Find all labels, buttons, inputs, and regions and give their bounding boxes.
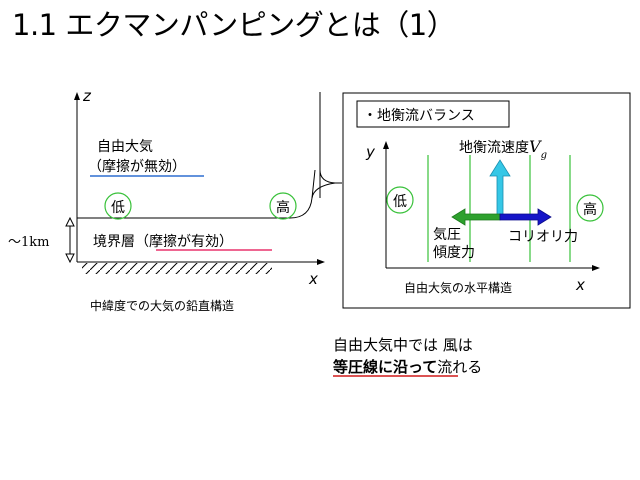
panel-header: ・地衡流バランス xyxy=(363,108,475,124)
note-line-2: 等圧線に沿って流れる xyxy=(333,356,482,377)
panel-low-label: 低 xyxy=(393,194,407,210)
height-arrow-bottom xyxy=(65,253,75,264)
panel-brace xyxy=(319,169,342,184)
low-circle xyxy=(104,192,132,220)
note-line-1: 自由大気中では 風は xyxy=(333,336,473,354)
pressure-gradient-label-2: 傾度力 xyxy=(433,245,475,261)
free-atmosphere-note: （摩擦が無効） xyxy=(88,159,186,175)
x-axis-arrowhead xyxy=(317,259,325,265)
geostrophic-wind-symbol: V xyxy=(529,137,541,156)
boundary-layer-top xyxy=(77,169,316,219)
panel-header-box xyxy=(356,100,510,128)
free-atmosphere-label: 自由大気 xyxy=(97,139,153,155)
panel-high-circle xyxy=(576,194,604,222)
height-arrow-top xyxy=(65,216,75,227)
low-label: 低 xyxy=(111,200,125,216)
panel-caption: 自由大気の水平構造 xyxy=(404,281,513,295)
height-label: ～1km xyxy=(8,235,50,250)
pressure-gradient-label: 気圧 xyxy=(433,227,461,243)
panel-x-axis-label: x xyxy=(576,276,585,294)
geostrophic-wind-subscript: g xyxy=(540,150,547,161)
coriolis-arrow xyxy=(499,208,552,226)
right-panel xyxy=(342,92,631,309)
z-axis-label: z xyxy=(83,87,91,105)
panel-x-axis-arrowhead xyxy=(592,265,600,271)
geostrophic-wind-text: 地衡流速度 xyxy=(459,140,529,156)
left-caption: 中緯度での大気の鉛直構造 xyxy=(90,299,235,313)
panel-brace-lower xyxy=(311,182,336,199)
pressure-gradient-arrow xyxy=(451,208,501,226)
note-rest: 流れる xyxy=(437,358,483,376)
panel-high-label: 高 xyxy=(583,202,597,218)
ground-hatching xyxy=(82,263,272,274)
x-axis-label: x xyxy=(309,270,318,288)
high-label: 高 xyxy=(276,200,290,216)
high-circle xyxy=(269,192,297,220)
panel-frame xyxy=(342,92,631,309)
slide-title: 1.1 エクマンパンピングとは（1） xyxy=(12,8,456,42)
y-axis-arrowhead xyxy=(383,141,389,149)
panel-low-circle xyxy=(386,186,414,214)
geostrophic-wind-arrow xyxy=(489,159,511,219)
left-diagram xyxy=(65,92,342,274)
z-axis-arrowhead xyxy=(74,92,80,100)
panel-y-axis-label: y xyxy=(366,143,375,161)
note-emphasis: 等圧線に沿って xyxy=(333,358,438,376)
boundary-layer-label: 境界層（摩擦が有効） xyxy=(93,234,233,250)
coriolis-label: コリオリ力 xyxy=(508,229,578,245)
geostrophic-wind-label: 地衡流速度Vg xyxy=(459,137,547,161)
